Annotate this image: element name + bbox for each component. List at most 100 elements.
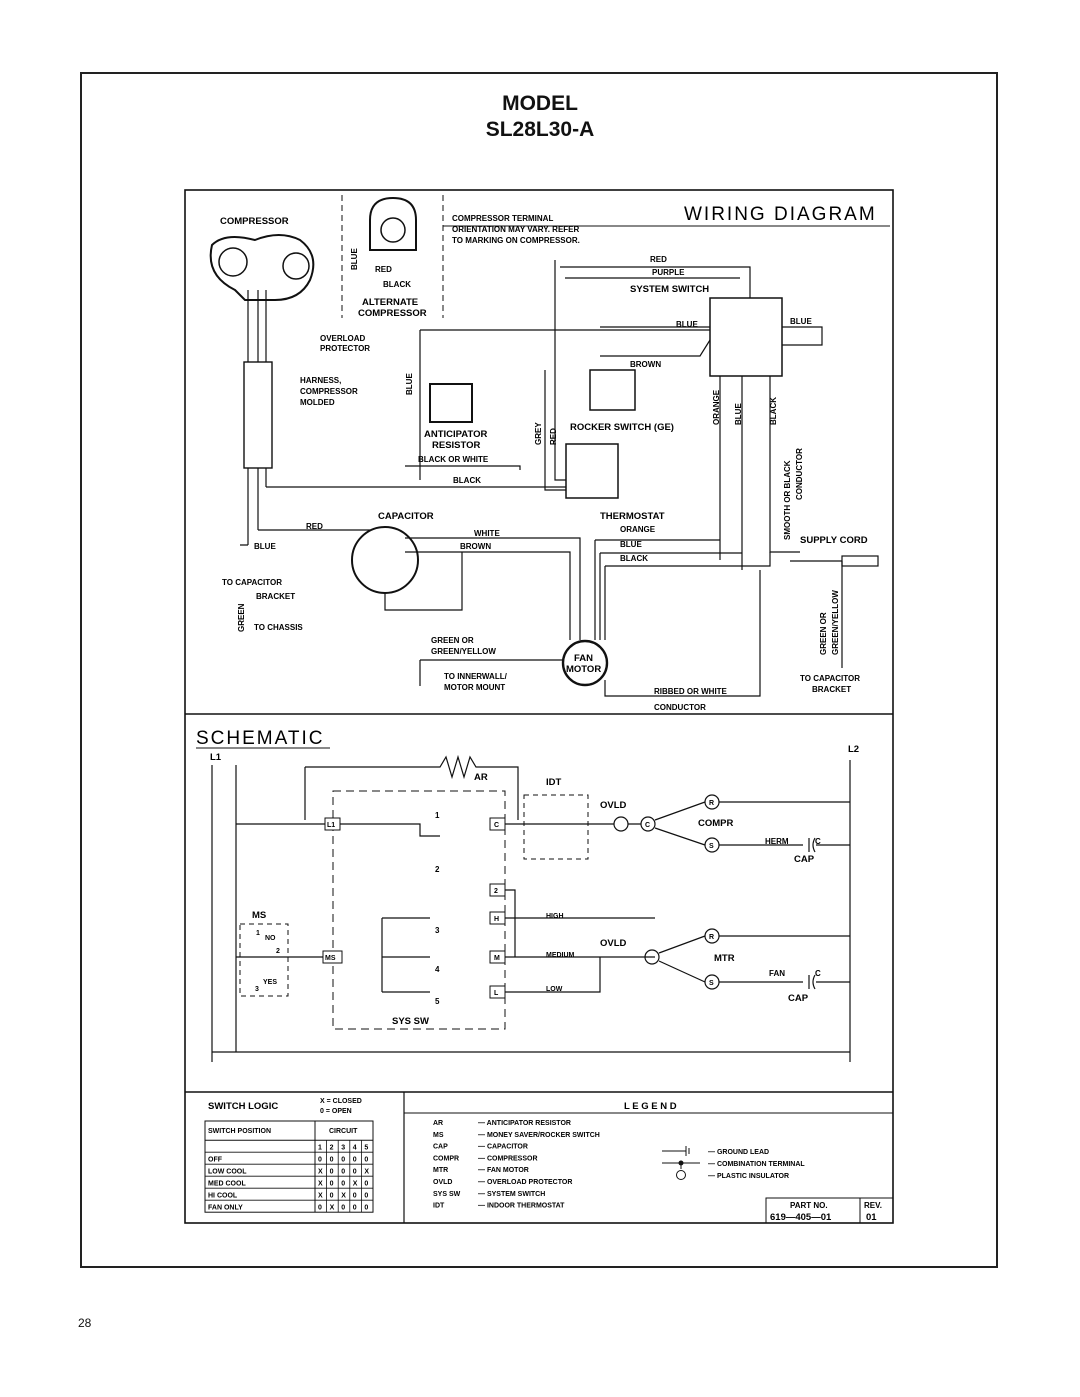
logic-circuit-number: 4 — [353, 1145, 357, 1152]
logic-circuit-number: 1 — [318, 1145, 322, 1152]
schematic-ovld-1: OVLD — [600, 800, 627, 811]
logic-col-circuit: CIRCUIT — [329, 1128, 358, 1135]
wire-black-2: BLACK — [453, 476, 481, 485]
legend-desc: — MONEY SAVER/ROCKER SWITCH — [478, 1132, 600, 1139]
alternate-compressor-label-1: ALTERNATE — [362, 297, 418, 308]
schematic-sys-sw: SYS SW — [392, 1016, 429, 1027]
harness-label-1: HARNESS, — [300, 376, 341, 385]
schematic-yes: YES — [263, 979, 277, 986]
svg-text:C: C — [815, 837, 821, 846]
schematic-ms: MS — [252, 910, 266, 921]
logic-cell: 0 — [330, 1193, 334, 1200]
logic-cell: 0 — [330, 1181, 334, 1188]
legend-abbr: CAP — [433, 1144, 448, 1151]
logic-row-position: OFF — [208, 1157, 223, 1164]
capacitor-label: CAPACITOR — [378, 511, 434, 522]
legend-symbols: — GROUND LEAD— COMBINATION TERMINAL— PLA… — [662, 1146, 805, 1180]
ribbed-conductor-2: CONDUCTOR — [654, 703, 706, 712]
innerwall-2: MOTOR MOUNT — [444, 683, 505, 692]
wire-purple: PURPLE — [652, 268, 685, 277]
page-number: 28 — [78, 1316, 92, 1330]
wire-blue-1: BLUE — [350, 248, 359, 270]
schematic-compr: COMPR — [698, 818, 734, 829]
schematic-ar: AR — [474, 772, 488, 783]
legend-abbr: SYS SW — [433, 1191, 461, 1198]
logic-cell: X — [353, 1181, 358, 1188]
schematic-idt: IDT — [546, 777, 562, 788]
logic-col-position: SWITCH POSITION — [208, 1128, 271, 1135]
to-cap-bracket-right-2: BRACKET — [812, 685, 851, 694]
logic-table-border — [204, 1120, 374, 1213]
green-or-yellow-1: GREEN OR — [431, 636, 474, 645]
switch-logic-key-1: X = CLOSED — [320, 1098, 362, 1105]
legend-symbol-desc: — COMBINATION TERMINAL — [708, 1161, 805, 1168]
logic-circuit-number: 2 — [330, 1145, 334, 1152]
wire-blue-4: BLUE — [405, 373, 414, 395]
logic-row-position: HI COOL — [208, 1193, 238, 1200]
overload-label-2: PROTECTOR — [320, 344, 370, 353]
fan-motor-icon — [561, 639, 609, 687]
wire-blue-7: BLUE — [254, 542, 276, 551]
fan-motor-label-1: FAN — [574, 653, 593, 664]
page-frame — [80, 72, 998, 1268]
wire-red-3: RED — [549, 428, 558, 445]
legend-desc: — OVERLOAD PROTECTOR — [478, 1179, 572, 1186]
legend-desc: — COMPRESSOR — [478, 1155, 538, 1162]
terminal-note-1: COMPRESSOR TERMINAL — [452, 214, 553, 223]
wire-white: WHITE — [474, 529, 500, 538]
legend-abbr: IDT — [433, 1203, 445, 1210]
svg-text:C: C — [645, 822, 650, 829]
schematic-low: LOW — [546, 986, 563, 993]
part-no-label: PART NO. — [790, 1201, 828, 1210]
schematic-l2: L2 — [848, 744, 859, 755]
logic-cell: 0 — [353, 1169, 357, 1176]
harness-label-3: MOLDED — [300, 398, 335, 407]
svg-text:2: 2 — [276, 948, 280, 955]
wire-brown-1: BROWN — [630, 360, 661, 369]
anticipator-label-2: RESISTOR — [432, 440, 481, 451]
switch-logic-key-2: 0 = OPEN — [320, 1108, 352, 1115]
terminal-note-2: ORIENTATION MAY VARY. REFER — [452, 225, 579, 234]
fan-motor-label-2: MOTOR — [566, 664, 601, 675]
alternate-compressor-label-2: COMPRESSOR — [358, 308, 427, 319]
logic-row-position: LOW COOL — [208, 1169, 247, 1176]
smooth-conductor-2: CONDUCTOR — [795, 448, 804, 500]
schematic-high: HIGH — [546, 913, 564, 920]
logic-cell: 0 — [364, 1181, 368, 1188]
schematic-num-5: 5 — [435, 997, 440, 1006]
legend-desc: — FAN MOTOR — [478, 1167, 529, 1174]
schematic-num-2: 2 — [435, 865, 440, 874]
wire-blue-2: BLUE — [676, 320, 698, 329]
logic-cell: 0 — [330, 1169, 334, 1176]
svg-text:H: H — [494, 916, 499, 923]
logic-cell: 0 — [353, 1157, 357, 1164]
logic-cell: 0 — [364, 1193, 368, 1200]
svg-text:C: C — [494, 822, 499, 829]
green-or-yellow-2: GREEN/YELLOW — [431, 647, 496, 656]
ovld-1-symbol — [613, 816, 629, 832]
logic-cell: 0 — [341, 1169, 345, 1176]
rocker-switch-icon — [589, 369, 636, 411]
wire-black-3: BLACK — [769, 397, 778, 425]
compressor-label: COMPRESSOR — [220, 216, 289, 227]
system-switch-label: SYSTEM SWITCH — [630, 284, 709, 295]
alternate-compressor-icon — [369, 196, 417, 251]
to-cap-bracket-right-1: TO CAPACITOR — [800, 674, 860, 683]
terminal-note-3: TO MARKING ON COMPRESSOR. — [452, 236, 580, 245]
schematic-herm: HERM — [765, 837, 789, 846]
schematic-medium: MEDIUM — [546, 952, 575, 959]
legend-abbr: AR — [433, 1120, 443, 1127]
logic-circuit-number: 5 — [364, 1145, 368, 1152]
idt-box — [523, 794, 589, 860]
logic-cell: 0 — [341, 1205, 345, 1212]
switch-logic-title: SWITCH LOGIC — [208, 1101, 278, 1112]
supply-plug-icon — [841, 555, 879, 567]
logic-cell: X — [318, 1193, 323, 1200]
green-or-yellow-right-2: GREEN/YELLOW — [831, 590, 840, 655]
logic-cell: 0 — [353, 1193, 357, 1200]
legend-abbr: MTR — [433, 1167, 448, 1174]
logic-cell: 0 — [330, 1157, 334, 1164]
